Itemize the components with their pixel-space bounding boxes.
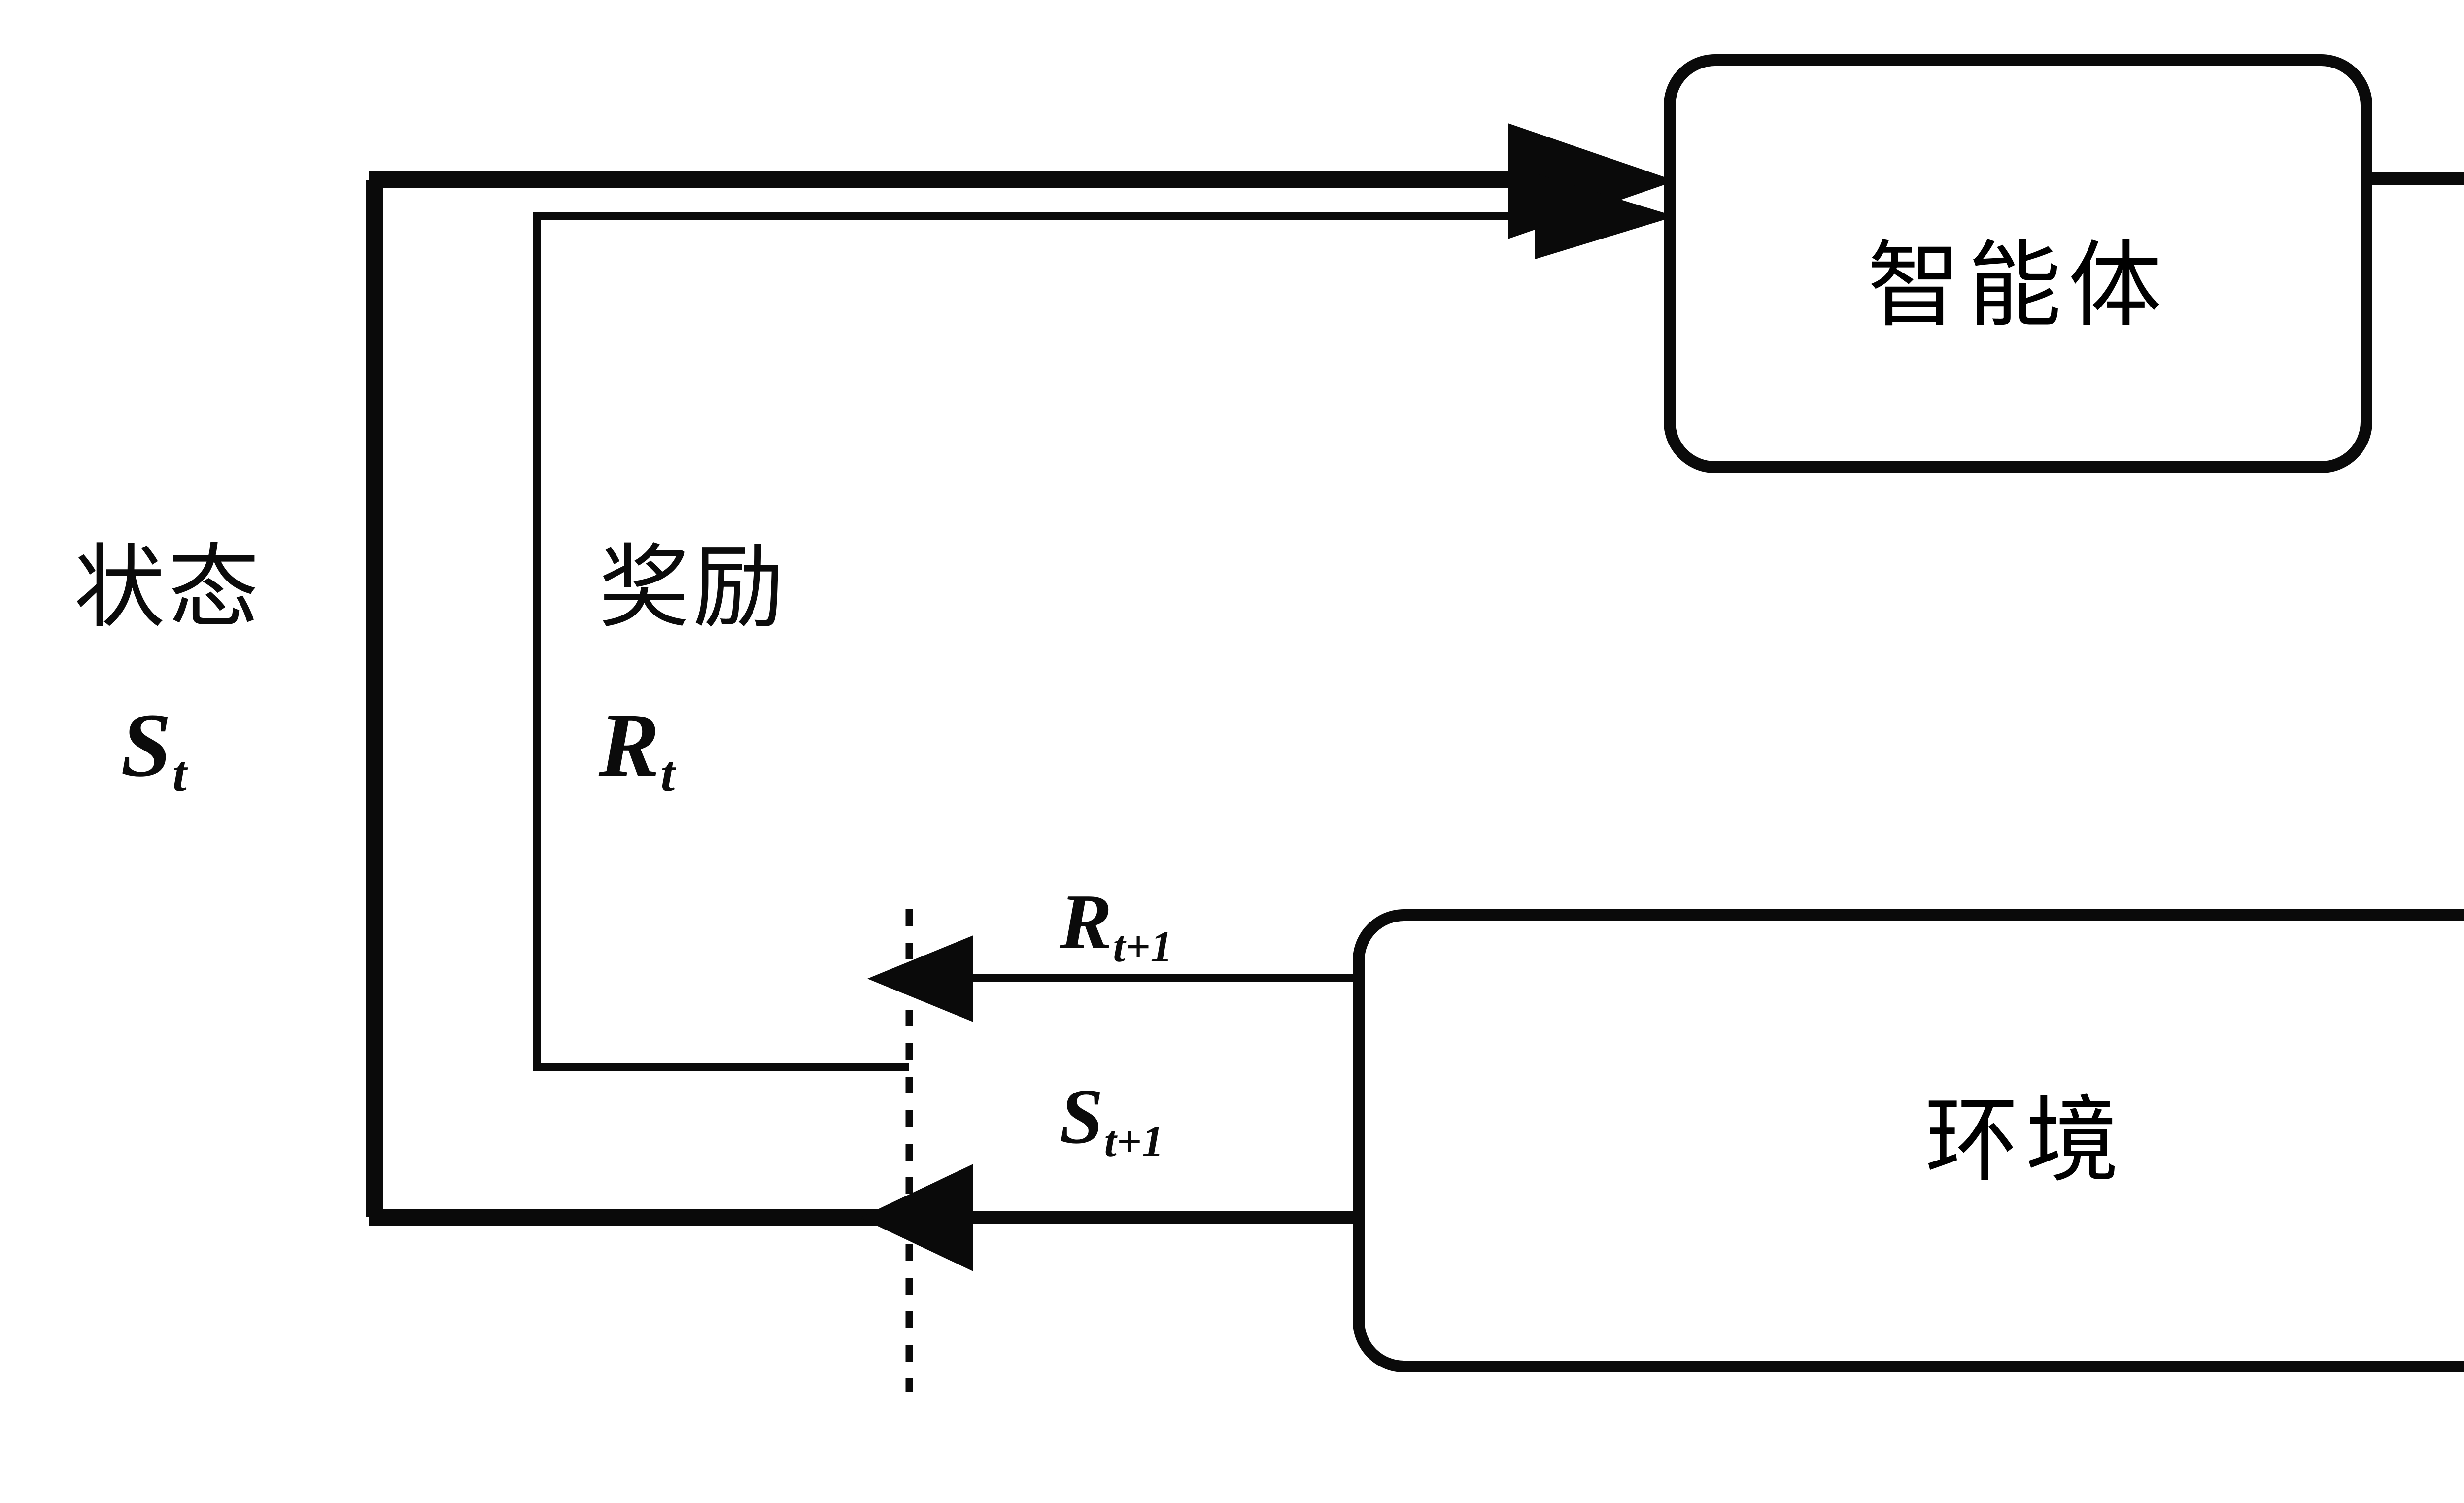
reward-next-symbol-label: Rt+1 <box>1060 882 1172 969</box>
agent-box[interactable] <box>1664 54 2372 473</box>
agent-label: 智能体 <box>1867 231 2169 340</box>
reward-arrowhead-icon <box>1535 173 1676 259</box>
state-next-arrowhead-icon <box>860 1164 973 1271</box>
environment-box[interactable] <box>1353 909 2464 1372</box>
reward-next-symbol-subscript: t+1 <box>1113 922 1173 971</box>
state-loop-path <box>366 123 1676 1226</box>
reward-symbol-label: Rt <box>599 700 675 800</box>
state-next-symbol-base: S <box>1060 1072 1103 1160</box>
agent-node[interactable] <box>1664 54 2372 473</box>
state-symbol-label: St <box>121 700 187 800</box>
environment-label: 环境 <box>1924 1086 2126 1195</box>
state-symbol-subscript: t <box>172 746 187 803</box>
reward-loop-path <box>533 173 1676 1071</box>
environment-node[interactable] <box>1353 909 2464 1372</box>
state-symbol-base: S <box>121 695 171 796</box>
reward-symbol-subscript: t <box>660 746 675 803</box>
reward-symbol-base: R <box>599 695 660 796</box>
env-output-state-path <box>860 1164 1353 1271</box>
env-output-reward-path <box>867 935 1353 1022</box>
reward-label: 奖励 <box>599 534 787 641</box>
state-next-symbol-label: St+1 <box>1060 1077 1164 1163</box>
reward-next-arrowhead-icon <box>867 935 973 1022</box>
reward-next-symbol-base: R <box>1060 878 1112 965</box>
state-next-symbol-subscript: t+1 <box>1104 1117 1164 1166</box>
state-label: 状态 <box>74 534 262 641</box>
